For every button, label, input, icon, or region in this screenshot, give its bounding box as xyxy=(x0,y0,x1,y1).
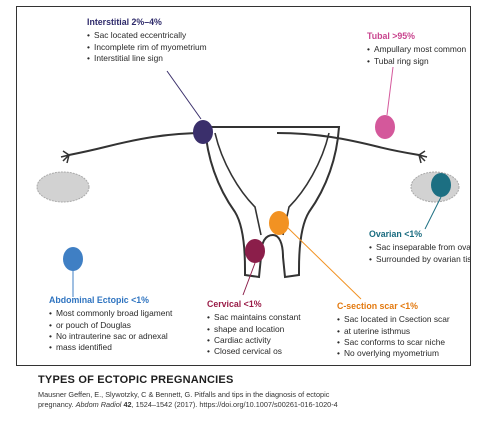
caption-title: TYPES OF ECTOPIC PREGNANCIES xyxy=(38,374,468,386)
list-item: Closed cervical os xyxy=(207,346,301,357)
tubal-list: Ampullary most common Tubal ring sign xyxy=(367,44,466,67)
right-fallopian-tube xyxy=(277,133,419,155)
abdominal-label: Abdominal Ectopic <1% Most commonly broa… xyxy=(49,295,172,353)
ovarian-title: Ovarian <1% xyxy=(369,229,471,240)
list-item: Sac maintains constant xyxy=(207,312,301,323)
citation-line-1: Mausner Geffen, E., Slywotzky, C & Benne… xyxy=(38,390,329,399)
citation: Mausner Geffen, E., Slywotzky, C & Benne… xyxy=(38,390,468,410)
list-item: Interstitial line sign xyxy=(87,53,207,64)
cervical-list: Sac maintains constant shape and locatio… xyxy=(207,312,301,357)
list-item: Tubal ring sign xyxy=(367,56,466,67)
left-fallopian-tube xyxy=(69,133,205,155)
list-item: Sac located in Csection scar xyxy=(337,314,450,325)
list-item: Ampullary most common xyxy=(367,44,466,55)
list-item: Surrounded by ovarian tiss xyxy=(369,254,471,265)
list-item: Cardiac activity xyxy=(207,335,301,346)
ovarian-label: Ovarian <1% Sac inseparable from ovary S… xyxy=(369,229,471,265)
ovarian-marker xyxy=(431,173,451,197)
csection-title: C-section scar <1% xyxy=(337,301,450,312)
cervical-marker xyxy=(245,239,265,263)
csection-list: Sac located in Csection scar at uterine … xyxy=(337,314,450,359)
left-fimbriae xyxy=(61,151,69,163)
right-fimbriae xyxy=(419,151,427,163)
list-item: mass identified xyxy=(49,342,172,353)
citation-post: , 1524–1542 (2017). https://doi.org/10.1… xyxy=(132,400,338,409)
citation-journal: Abdom Radiol xyxy=(76,400,122,409)
interstitial-title: Interstitial 2%–4% xyxy=(87,17,207,28)
cervical-title: Cervical <1% xyxy=(207,299,301,310)
tubal-title: Tubal >95% xyxy=(367,31,466,42)
abdominal-list: Most commonly broad ligament or pouch of… xyxy=(49,308,172,353)
figure-caption: TYPES OF ECTOPIC PREGNANCIES Mausner Gef… xyxy=(38,374,468,410)
list-item: Sac located eccentrically xyxy=(87,30,207,41)
list-item: No intrauterine sac or adnexal xyxy=(49,331,172,342)
left-ovary xyxy=(37,172,89,202)
csection-marker xyxy=(269,211,289,235)
interstitial-label: Interstitial 2%–4% Sac located eccentric… xyxy=(87,17,207,64)
abdominal-marker xyxy=(63,247,83,271)
csection-label: C-section scar <1% Sac located in Csecti… xyxy=(337,301,450,359)
list-item: shape and location xyxy=(207,324,301,335)
interstitial-list: Sac located eccentrically Incomplete rim… xyxy=(87,30,207,64)
interstitial-marker xyxy=(193,120,213,144)
tubal-marker xyxy=(375,115,395,139)
citation-volume: 42 xyxy=(121,400,131,409)
citation-pre: pregnancy. xyxy=(38,400,76,409)
list-item: or pouch of Douglas xyxy=(49,320,172,331)
tubal-label: Tubal >95% Ampullary most common Tubal r… xyxy=(367,31,466,67)
list-item: Sac inseparable from ovary xyxy=(369,242,471,253)
abdominal-title: Abdominal Ectopic <1% xyxy=(49,295,172,306)
cervical-label: Cervical <1% Sac maintains constant shap… xyxy=(207,299,301,357)
list-item: at uterine isthmus xyxy=(337,326,450,337)
list-item: Incomplete rim of myometrium xyxy=(87,42,207,53)
list-item: Most commonly broad ligament xyxy=(49,308,172,319)
uterus-outline xyxy=(205,127,339,277)
list-item: No overlying myometrium xyxy=(337,348,450,359)
tubal-leader xyxy=(387,67,393,115)
interstitial-leader xyxy=(167,71,201,119)
list-item: Sac conforms to scar niche xyxy=(337,337,450,348)
diagram-panel: Interstitial 2%–4% Sac located eccentric… xyxy=(16,6,471,366)
ovarian-list: Sac inseparable from ovary Surrounded by… xyxy=(369,242,471,265)
